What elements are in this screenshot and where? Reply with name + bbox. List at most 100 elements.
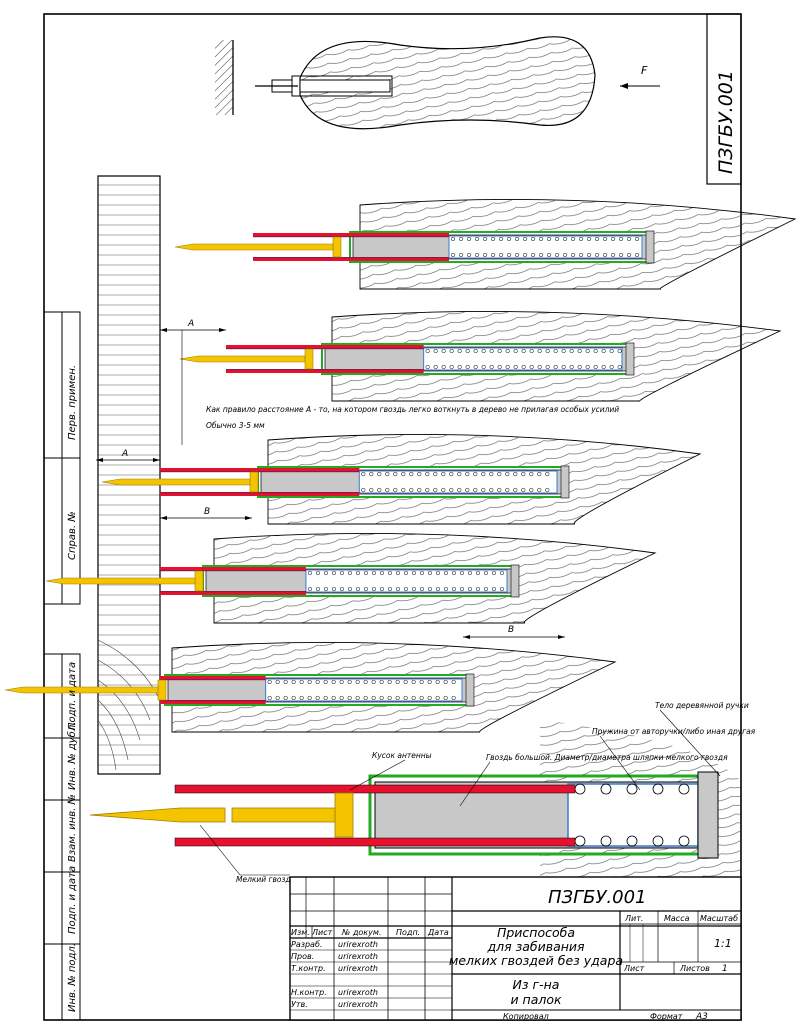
spring-coil [315,570,321,576]
spring-coil [554,236,560,242]
spring-coil [546,252,552,258]
spring-coil [601,348,606,354]
tube-inner [253,257,449,259]
spring-coil [602,252,608,258]
stage [45,532,657,624]
side-label: Инв. № подл. [67,943,78,1012]
dim-b-label: B [204,507,210,517]
spring-coil [395,570,401,576]
spring-coil [385,471,390,477]
spring-coil [379,695,384,701]
side-label: Инв. № дубл. [66,722,78,790]
spring-coil [489,364,494,370]
spring-coil [474,252,480,258]
spring-coil [489,471,494,477]
spring-coil [554,252,560,258]
spring-coil [514,236,520,242]
spring-coil [419,570,425,576]
spring-coil [586,252,592,258]
spring-coil [505,487,510,493]
nail-head [249,471,259,493]
spring-coil [578,252,584,258]
spring-coil [433,471,438,477]
vertical-code-box: ПЗГБУ.001 [706,13,742,185]
spring-coil [425,471,430,477]
spring-coil [403,679,408,685]
spring-coil [403,586,409,592]
spring-coil [395,695,400,701]
spring-coil [307,586,313,592]
scale-value: 1:1 [714,937,732,950]
spring-coil [626,252,632,258]
spring-coil [490,236,496,242]
spring-coil [561,348,566,354]
spring-coil [483,586,489,592]
stamp-name: urirexroth [338,952,378,961]
spring-coil [545,471,550,477]
tube-wall [253,258,449,261]
spring-coil [473,487,478,493]
spring-coil [618,236,624,242]
spring-coil [427,586,433,592]
sheets-label: Листов [679,964,710,973]
spring-coil [419,679,424,685]
title-code: ПЗГБУ.001 [548,887,647,908]
spring-coil [465,364,470,370]
spring-coil [323,570,329,576]
spring-coil [323,679,328,685]
spring-coil [371,570,377,576]
spring-coil [634,252,640,258]
spring-coil [578,236,584,242]
stamp-name: urirexroth [338,940,378,949]
spring-coil [593,348,598,354]
spring-coil [299,679,304,685]
spring-coil [505,348,510,354]
spring-coil [474,236,480,242]
spring-coil [678,835,690,847]
spring-coil [379,586,385,592]
spring-coil [521,348,526,354]
side-label: Справ. № [67,511,78,560]
spring-coil [473,364,478,370]
spring-coil [435,586,441,592]
spring-coil [506,252,512,258]
spring-coil [395,586,401,592]
spring-coil [393,487,398,493]
spring-coil [610,236,616,242]
spring-coil [458,252,464,258]
spring-coil [497,364,502,370]
spring-coil [401,471,406,477]
spring-cavity [358,470,558,494]
spring-coil [427,695,432,701]
spring-coil [371,695,376,701]
spring-coil [387,570,393,576]
sheet-label: Лист [623,964,645,973]
spring-coil [433,364,438,370]
spring-cavity [265,678,463,702]
stage [174,198,797,290]
spring-coil [450,252,456,258]
spring-coil [600,783,612,795]
spring-coil [443,695,448,701]
spring-coil [441,471,446,477]
spring-coil [652,783,664,795]
spring-coil [339,586,345,592]
tube-inner [226,369,424,371]
spring-coil [347,586,353,592]
spring-coil [475,570,481,576]
small-nail [179,355,306,363]
tube-wall [160,676,266,679]
spring-coil [491,586,497,592]
spring-coil [569,364,574,370]
spring-coil [363,679,368,685]
spring-coil [617,348,622,354]
spring-coil [600,835,612,847]
spring-coil [466,252,472,258]
spring-coil [457,364,462,370]
spring-coil [537,471,542,477]
spring-coil [355,586,361,592]
spring-coil [498,252,504,258]
spring-coil [570,236,576,242]
spring-coil [433,487,438,493]
spring-coil [529,471,534,477]
